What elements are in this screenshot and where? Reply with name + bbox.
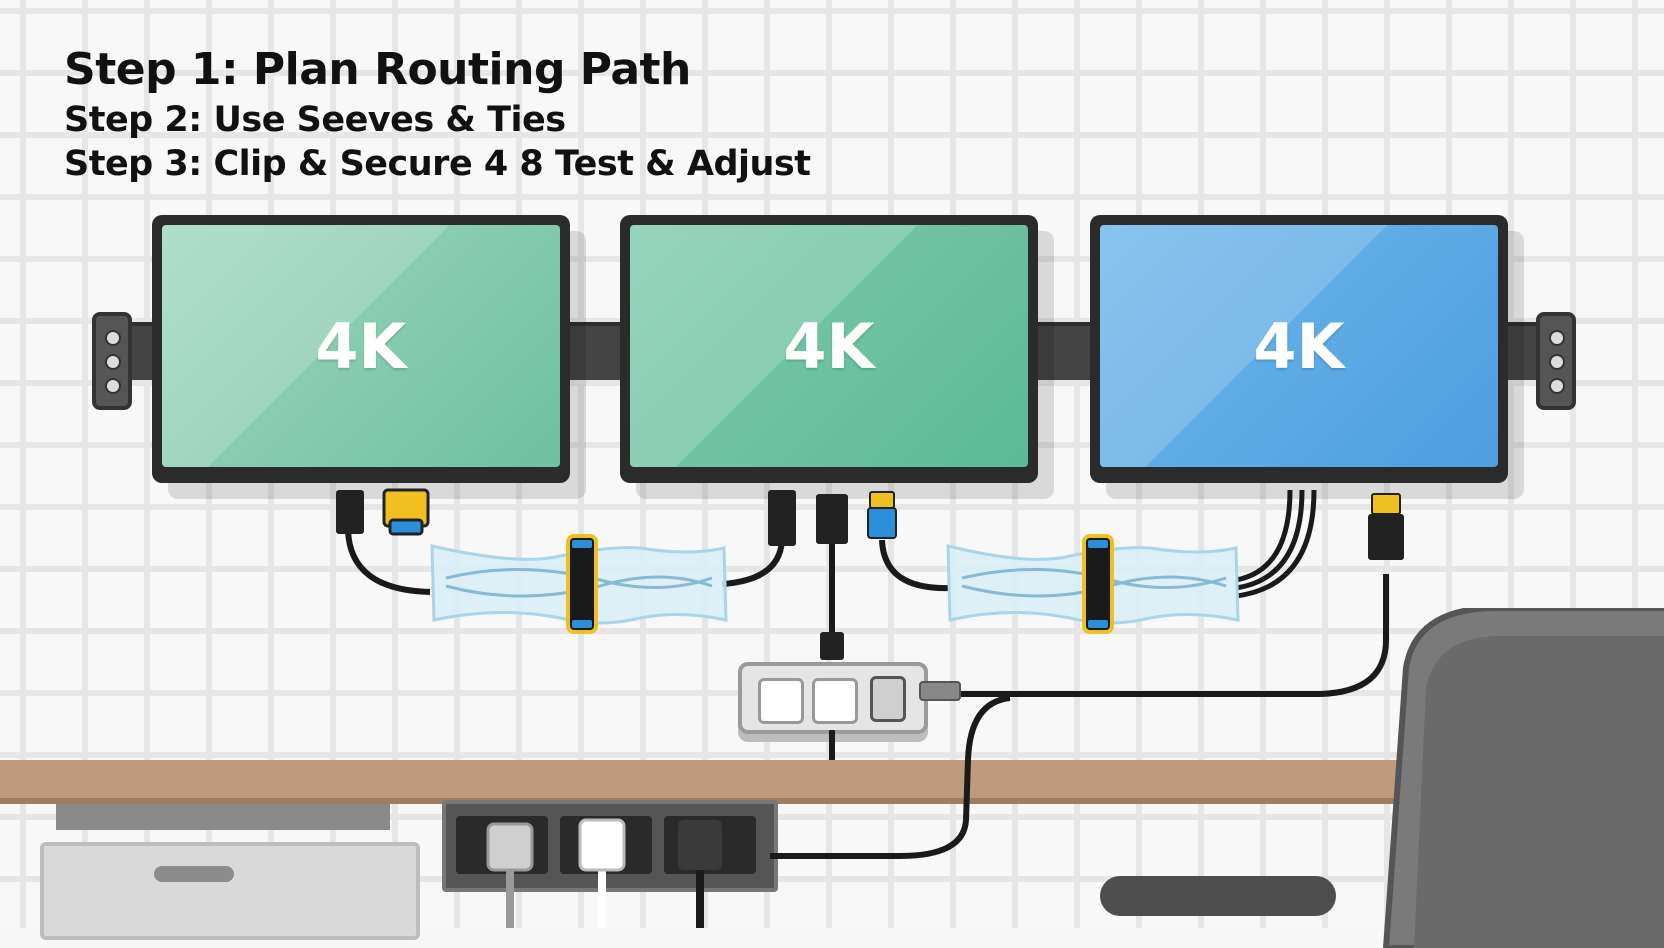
screen-shine [630, 225, 1028, 467]
steps-text-block: Step 1: Plan Routing Path Step 2: Use Se… [64, 42, 811, 186]
power-plug-icon [820, 632, 844, 660]
office-chair [1382, 608, 1664, 948]
bracket-hole [1549, 354, 1565, 370]
bundled-cable [1235, 489, 1305, 591]
power-strip-plug-icon [919, 681, 961, 701]
grommet-plug [678, 820, 722, 870]
monitor-left: 4K [152, 215, 570, 483]
drawer-handle [154, 866, 234, 882]
bracket-hole [105, 330, 121, 346]
monitor-right-resolution-label: 4K [1253, 309, 1345, 383]
displayport-connector-icon [1371, 493, 1401, 515]
bracket-hole [105, 378, 121, 394]
monitor-left-resolution-label: 4K [315, 309, 407, 383]
left-wall-bracket [92, 312, 132, 410]
bracket-hole [105, 354, 121, 370]
chair-backrest-inner [1414, 636, 1664, 948]
cable-tie-icon [1082, 534, 1114, 634]
grommet-plug [578, 818, 626, 872]
cable-tie-accent [572, 540, 592, 548]
step-1-title: Step 1: Plan Routing Path [64, 44, 691, 95]
usb-cable [879, 539, 951, 592]
usb-connector-icon [867, 507, 897, 539]
hdmi-cable-left [345, 529, 431, 595]
screen-shine [162, 225, 560, 467]
grommet-plug [486, 822, 534, 872]
monitor-center-screen: 4K [630, 225, 1028, 467]
bundled-cable [1235, 489, 1293, 583]
power-strip-icon [738, 662, 928, 734]
power-outlet-icon [758, 678, 804, 724]
screen-shine [1100, 225, 1498, 467]
displayport-cable-right [958, 574, 1389, 697]
monitor-right: 4K [1090, 215, 1508, 483]
cable-center-left [721, 539, 785, 587]
sleeve-cable-lines [445, 567, 713, 598]
monitor-left-screen: 4K [162, 225, 560, 467]
right-wall-bracket [1536, 312, 1576, 410]
monitor-center-resolution-label: 4K [783, 309, 875, 383]
cable-tie-accent [1088, 540, 1108, 548]
monitor-center: 4K [620, 215, 1038, 483]
displayport-connector-icon [768, 490, 796, 546]
monitor-right-screen: 4K [1100, 225, 1498, 467]
power-strip-switch [870, 676, 906, 722]
step-2-title: Step 2: Use Seeves & Ties [64, 100, 566, 140]
power-connector-icon [816, 494, 848, 544]
desk-underside-rail [56, 804, 390, 830]
cable-tie-accent [1088, 620, 1108, 628]
cable-tie-accent [572, 620, 592, 628]
usb-connector-icon [869, 491, 895, 509]
cable-tie-icon [566, 534, 598, 634]
bracket-hole [1549, 378, 1565, 394]
power-cable-to-grommet [770, 695, 1011, 859]
displayport-connector-icon [1368, 514, 1404, 560]
cables-and-accessories-layer [336, 488, 1404, 928]
bracket-hole [1549, 330, 1565, 346]
power-outlet-icon [812, 678, 858, 724]
hdmi-connector-icon [336, 490, 364, 534]
chair-armrest [1100, 876, 1336, 916]
step-3-title: Step 3: Clip & Secure 4 8 Test & Adjust [64, 144, 811, 184]
bundled-cable [1235, 489, 1317, 599]
hdmi-port-icon [388, 518, 424, 536]
